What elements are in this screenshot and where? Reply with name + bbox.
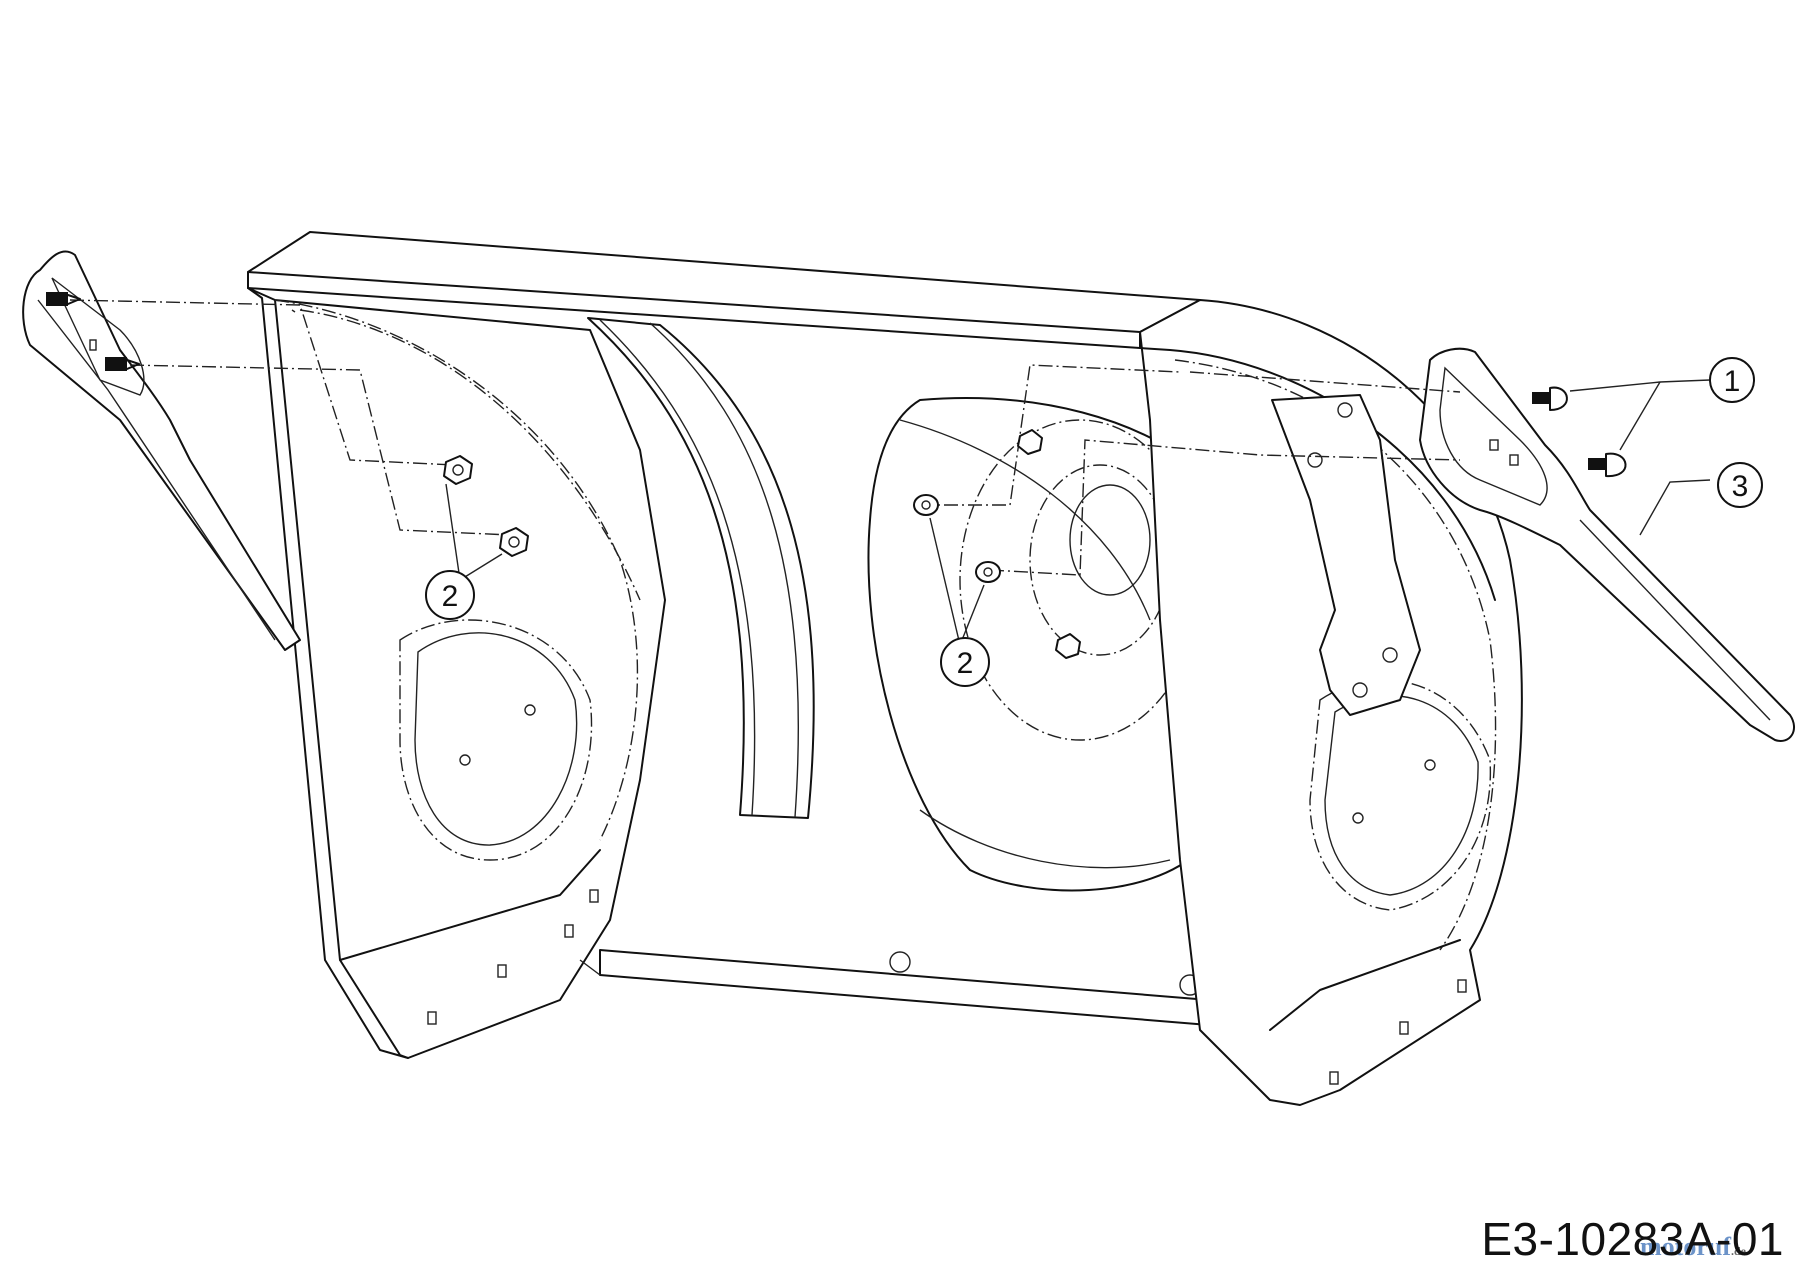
watermark-tld: .de xyxy=(1731,1244,1746,1258)
callout-2-left: 2 xyxy=(425,570,475,620)
hex-nut xyxy=(443,455,473,485)
callout-1-label: 1 xyxy=(1724,365,1741,398)
callout-1: 1 xyxy=(1709,357,1755,403)
callout-3: 3 xyxy=(1717,462,1763,508)
callout-3-label: 3 xyxy=(1732,470,1749,503)
hex-nut xyxy=(975,561,1001,583)
watermark-text: motoruf xyxy=(1640,1232,1731,1261)
hex-nut xyxy=(1017,429,1043,455)
hex-nut xyxy=(913,494,939,516)
housing-drum xyxy=(867,397,1224,892)
housing-right-side-plate xyxy=(1139,299,1523,1106)
hex-nut xyxy=(1055,633,1081,659)
assembly-center-lines xyxy=(69,299,1461,576)
housing-curved-strip xyxy=(587,317,815,819)
watermark-logo: motoruf.de xyxy=(1640,1232,1746,1262)
carriage-bolt xyxy=(1588,452,1627,478)
callout-leaders xyxy=(445,379,1711,646)
drawing-code: E3-10283A-01 xyxy=(1481,1213,1784,1265)
callout-2-left-label: 2 xyxy=(442,580,459,613)
housing-left-side-plate xyxy=(247,287,666,1059)
hex-nut xyxy=(499,527,529,557)
callout-2-right: 2 xyxy=(940,637,990,687)
left-skid-shoe xyxy=(22,250,301,651)
carriage-bolt xyxy=(105,357,140,371)
carriage-bolt xyxy=(46,292,81,306)
right-skid-shoe xyxy=(1419,347,1795,742)
callout-2-right-label: 2 xyxy=(957,647,974,680)
carriage-bolt xyxy=(1532,386,1568,411)
housing-bottom-bar xyxy=(579,949,1271,1031)
